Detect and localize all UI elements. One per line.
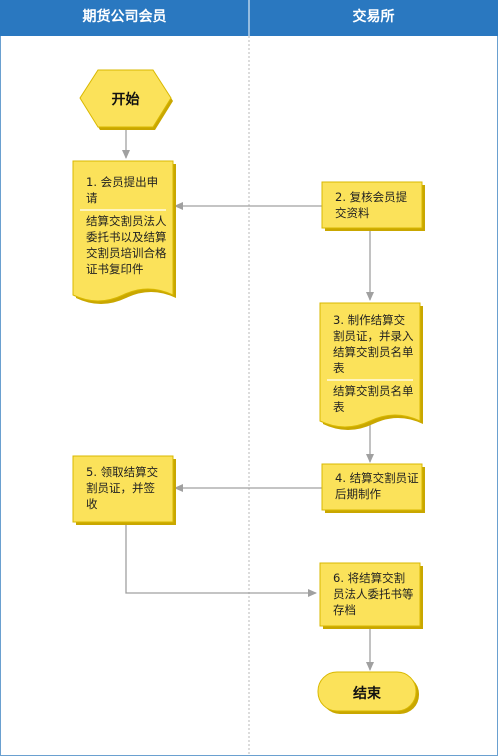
step-3-shape (319, 302, 423, 430)
step-1-title: 1. 会员提出申请 (86, 175, 159, 205)
step-1-document: 结算交割员法人委托书以及结算交割员培训合格证书复印件 (86, 214, 167, 276)
lane-header-member: 期货公司会员 (82, 9, 167, 25)
step-4-title: 4. 结算交割员证后期制作 (335, 471, 419, 501)
start-label: 开始 (111, 92, 140, 108)
lane-header-exchange: 交易所 (352, 9, 395, 25)
step-6-title: 6. 将结算交割员法人委托书等存档 (333, 571, 414, 617)
start-terminator (79, 69, 173, 130)
step-3-title: 3. 制作结算交割员证，并录入结算交割员名单表 (333, 313, 414, 375)
step-4-shape (321, 463, 425, 513)
step-2-title: 2. 复核会员提交资料 (335, 190, 408, 220)
step-5-shape (72, 455, 176, 525)
step-2-shape (321, 181, 425, 231)
step-5-title: 5. 领取结算交割员证，并签收 (86, 465, 159, 511)
connector-s5-to-s6 (125, 522, 317, 597)
step-6-shape (319, 562, 423, 629)
step-3-document: 结算交割员名单表 (333, 384, 414, 414)
end-terminator (317, 671, 419, 714)
step-1-shape (72, 160, 176, 304)
end-label: 结束 (353, 686, 381, 702)
